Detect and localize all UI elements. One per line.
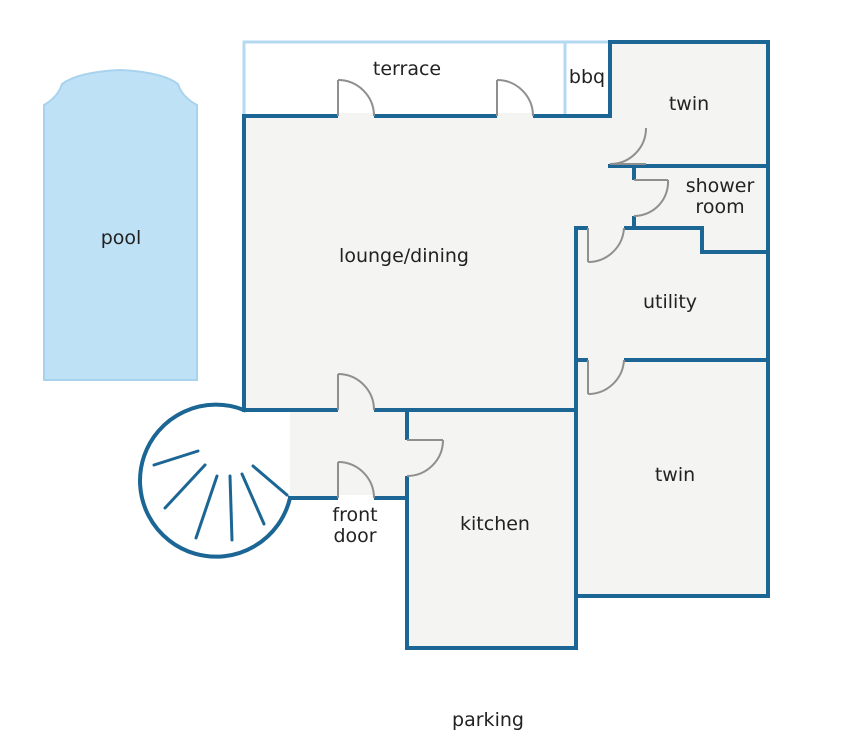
utility-door xyxy=(587,225,625,264)
terrace-door-left xyxy=(337,79,375,119)
bbq-label: bbq xyxy=(569,66,605,88)
front-door xyxy=(337,461,375,501)
doors xyxy=(337,79,670,501)
shower-room-door xyxy=(631,179,670,218)
twin-bottom-label: twin xyxy=(655,464,695,486)
parking-label: parking xyxy=(452,709,524,731)
lounge-hall-door xyxy=(337,373,375,413)
pool xyxy=(43,68,198,381)
utility-label: utility xyxy=(643,291,697,313)
twin-top-label: twin xyxy=(669,93,709,115)
lounge-dining-label: lounge/dining xyxy=(339,245,469,267)
front-door-label-line1: front xyxy=(332,504,377,526)
terrace-label: terrace xyxy=(373,58,441,80)
room-labels: terrace bbq twin shower room pool lounge… xyxy=(101,58,755,731)
shower-room-label-line1: shower xyxy=(686,175,755,197)
twin-top-door xyxy=(607,127,647,165)
front-door-label-line2: door xyxy=(333,525,376,547)
shower-room-label-line2: room xyxy=(695,196,744,218)
kitchen-label: kitchen xyxy=(460,513,530,535)
room-floors xyxy=(244,42,768,648)
kitchen-door xyxy=(404,439,444,477)
pool-label: pool xyxy=(101,227,142,249)
spiral-staircase xyxy=(138,402,293,559)
terrace-door-right xyxy=(496,79,534,119)
twin-bottom-door xyxy=(587,357,625,396)
